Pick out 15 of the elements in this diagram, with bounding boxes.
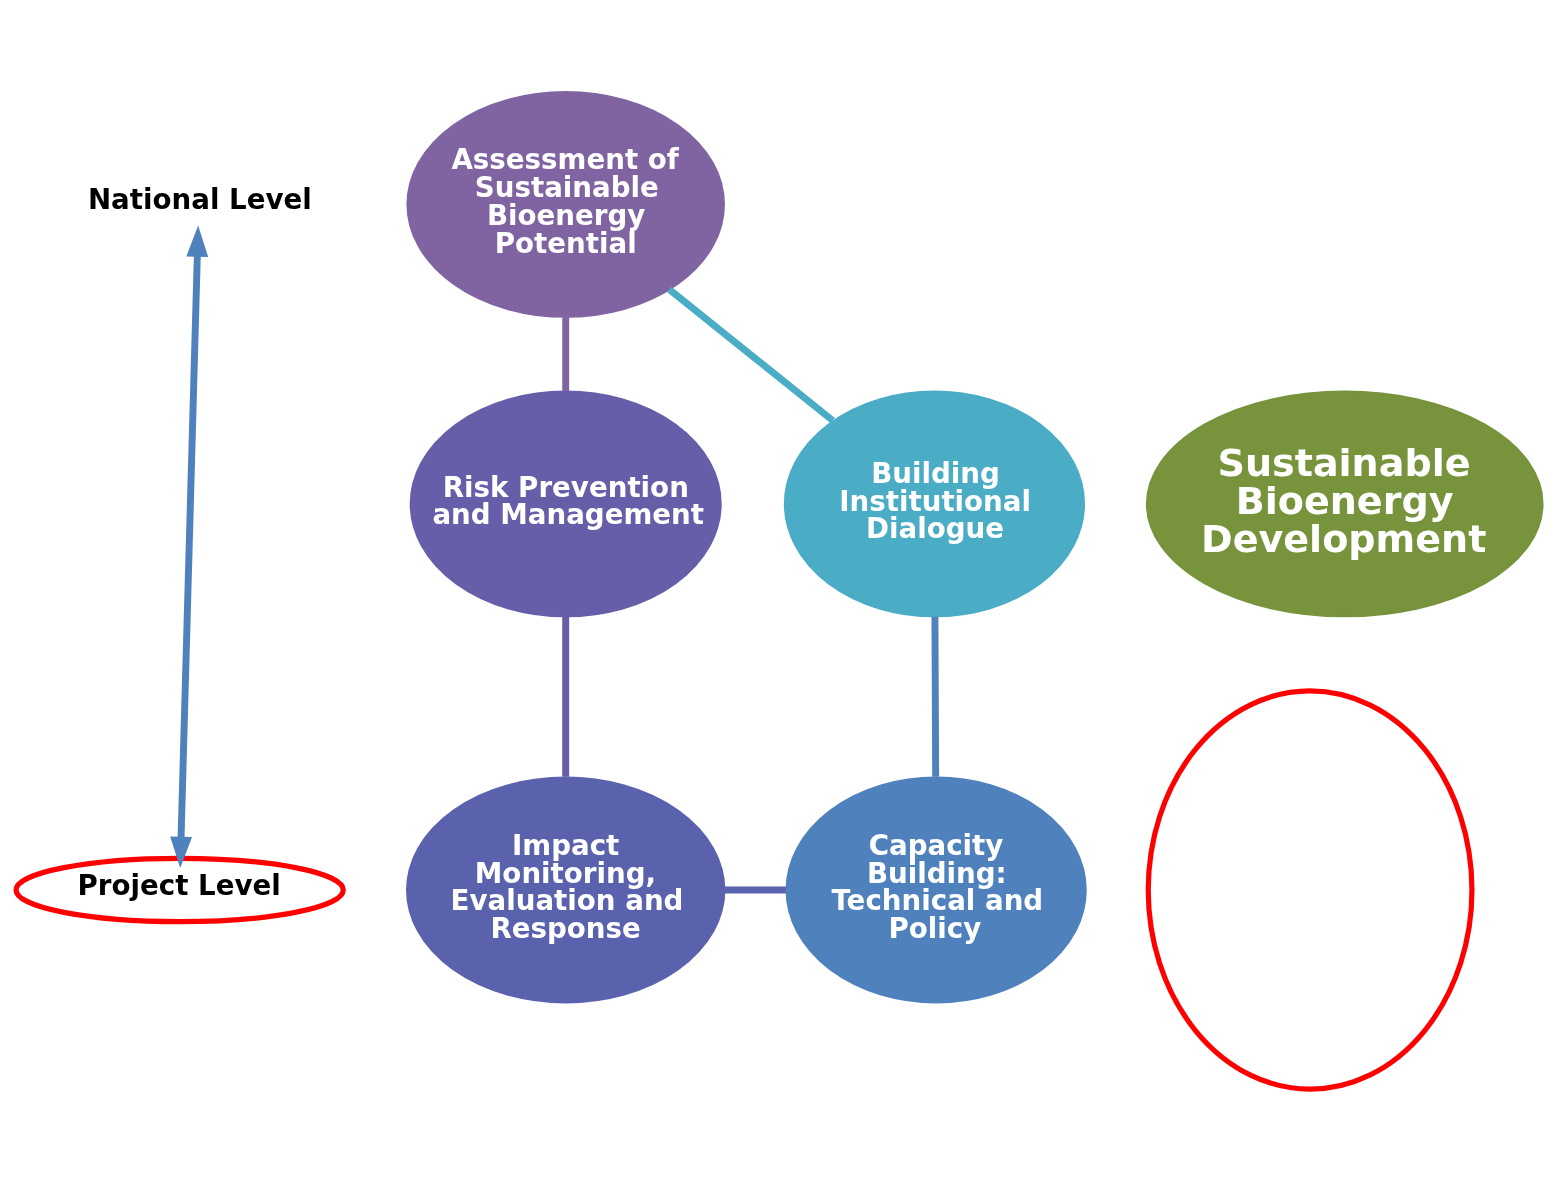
node-text: National Level (87, 182, 312, 216)
connector (562, 616, 570, 777)
connector (667, 286, 835, 423)
connector (562, 316, 570, 391)
node-ellipse (1145, 687, 1475, 1092)
node-ellipse: Building Institutional Dialogue (783, 390, 1086, 617)
connector (931, 616, 940, 777)
connector (724, 886, 786, 893)
node-ellipse: Risk Prevention and Management (409, 390, 722, 617)
node-ellipse: Assessment of Sustainable Bioenergy Potential (406, 90, 725, 318)
node-ellipse: Capacity Building: Technical and Policy (785, 776, 1087, 1003)
arrow (170, 224, 209, 868)
node-ellipse: Sustainable Bioenergy Development (1145, 390, 1544, 617)
node-ellipse: Project Level (13, 855, 346, 924)
node-ellipse: Impact Monitoring, Evaluation and Response (406, 776, 726, 1003)
